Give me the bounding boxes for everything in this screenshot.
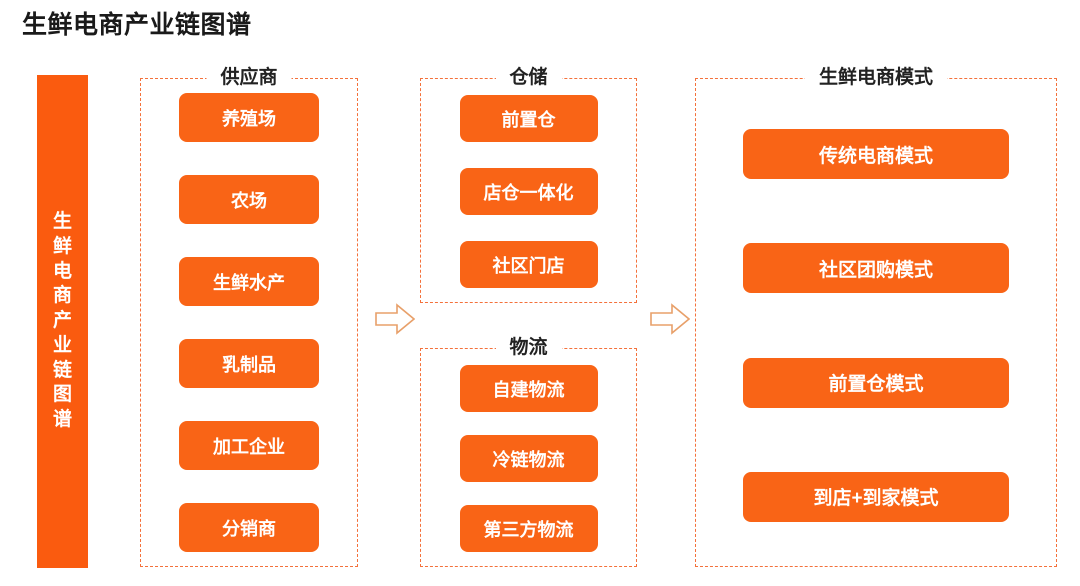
chip-supplier-6[interactable]: 分销商 — [179, 503, 319, 552]
panel-supplier: 供应商 养殖场 农场 生鲜水产 乳制品 加工企业 分销商 — [140, 65, 358, 567]
chip-mode-2[interactable]: 社区团购模式 — [743, 243, 1009, 294]
chip-supplier-4[interactable]: 乳制品 — [179, 339, 319, 388]
panel-supplier-items: 养殖场 农场 生鲜水产 乳制品 加工企业 分销商 — [141, 79, 357, 566]
panel-logistics: 物流 自建物流 冷链物流 第三方物流 — [420, 335, 637, 567]
panel-supplier-title: 供应商 — [206, 65, 292, 91]
panel-mode: 生鲜电商模式 传统电商模式 社区团购模式 前置仓模式 到店+到家模式 — [695, 65, 1057, 567]
arrow-right-icon-warehouse-to-mode — [650, 303, 691, 335]
panel-logistics-title: 物流 — [495, 335, 562, 361]
page-title: 生鲜电商产业链图谱 — [22, 11, 252, 39]
chip-warehouse-3[interactable]: 社区门店 — [459, 241, 598, 288]
chip-mode-1[interactable]: 传统电商模式 — [743, 129, 1009, 179]
arrow-right-icon-supplier-to-warehouse — [375, 303, 416, 335]
panel-warehouse-items: 前置仓 店仓一体化 社区门店 — [421, 79, 636, 302]
chip-mode-4[interactable]: 到店+到家模式 — [743, 471, 1009, 522]
chip-supplier-2[interactable]: 农场 — [179, 175, 319, 224]
chip-supplier-3[interactable]: 生鲜水产 — [179, 257, 319, 306]
chip-warehouse-1[interactable]: 前置仓 — [459, 95, 598, 142]
panel-logistics-items: 自建物流 冷链物流 第三方物流 — [421, 349, 636, 566]
panel-warehouse: 仓储 前置仓 店仓一体化 社区门店 — [420, 65, 637, 303]
spine-label: 生鲜电商产业链图谱 — [52, 211, 72, 430]
panel-mode-items: 传统电商模式 社区团购模式 前置仓模式 到店+到家模式 — [696, 79, 1056, 566]
chip-supplier-5[interactable]: 加工企业 — [179, 421, 319, 470]
chip-logistics-1[interactable]: 自建物流 — [459, 365, 598, 412]
panel-warehouse-title: 仓储 — [495, 65, 562, 91]
chip-mode-3[interactable]: 前置仓模式 — [743, 357, 1009, 408]
panel-mode-title: 生鲜电商模式 — [804, 65, 948, 91]
chip-logistics-2[interactable]: 冷链物流 — [459, 435, 598, 482]
chip-logistics-3[interactable]: 第三方物流 — [459, 505, 598, 552]
chip-warehouse-2[interactable]: 店仓一体化 — [459, 168, 598, 215]
industry-chain-spine: 生鲜电商产业链图谱 — [37, 75, 88, 568]
chip-supplier-1[interactable]: 养殖场 — [179, 93, 319, 142]
